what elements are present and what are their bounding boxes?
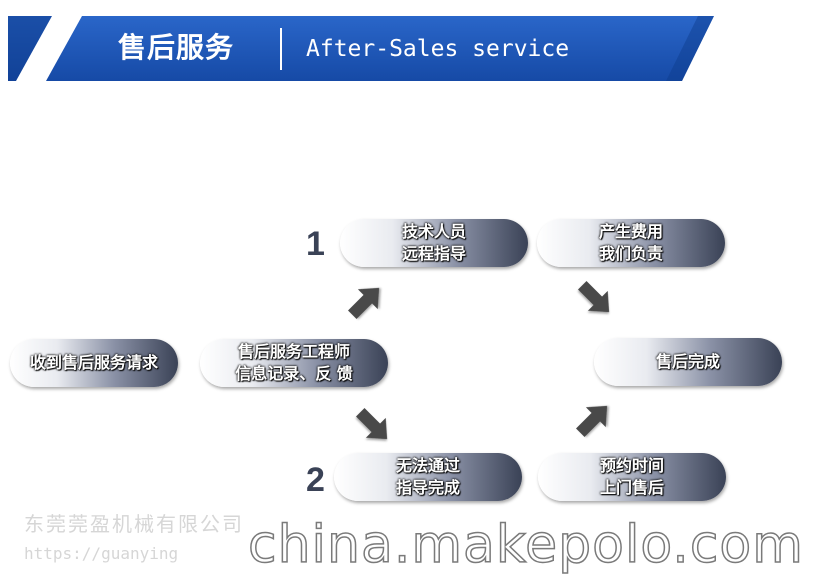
step-cannot-line1: 无法通过: [395, 456, 460, 475]
step-receive-request-text: 收到售后服务请求: [29, 353, 158, 372]
step-remote-line1: 技术人员: [401, 222, 466, 241]
arrow-appoint-to-done: [570, 395, 618, 443]
step-engineer-line1: 售后服务工程师: [237, 342, 350, 361]
step-appoint-line1: 预约时间: [599, 456, 664, 475]
watermark-site: china.makepolo.com: [247, 514, 804, 576]
step-appoint-line2: 上门售后: [599, 478, 664, 497]
step-complete-text: 售后完成: [655, 352, 720, 371]
watermark-url: https://guanying: [24, 544, 179, 563]
branch-2-number: 2: [306, 461, 325, 499]
step-engineer-record: 售后服务工程师 信息记录、反 馈: [200, 339, 388, 387]
banner-title: 售后服务: [118, 31, 235, 64]
step-cannot-line2: 指导完成: [395, 478, 460, 497]
step-service-complete: 售后完成: [594, 338, 782, 386]
step-remote-line2: 远程指导: [401, 244, 466, 263]
banner-background: [8, 16, 714, 81]
step-engineer-line2: 信息记录、反 馈: [235, 364, 353, 383]
watermark-company: 东莞莞盈机械有限公司: [24, 512, 244, 536]
step-cost-responsibility: 产生费用 我们负责: [537, 219, 725, 267]
step-receive-request: 收到售后服务请求: [10, 339, 178, 387]
step-remote-guidance: 技术人员 远程指导: [340, 219, 528, 267]
arrow-cost-to-done: [572, 275, 620, 323]
step-appointment-onsite: 预约时间 上门售后: [538, 453, 726, 501]
step-cannot-guide: 无法通过 指导完成: [334, 453, 522, 501]
arrow-engineer-to-cannot: [350, 402, 398, 450]
header-banner: 售后服务 After-Sales service: [8, 16, 714, 81]
arrow-engineer-to-remote: [342, 277, 390, 325]
branch-1-number: 1: [306, 225, 325, 263]
banner-separator: [280, 28, 282, 70]
step-cost-line1: 产生费用: [598, 222, 663, 241]
banner-subtitle: After-Sales service: [306, 36, 570, 62]
step-cost-line2: 我们负责: [598, 244, 663, 263]
